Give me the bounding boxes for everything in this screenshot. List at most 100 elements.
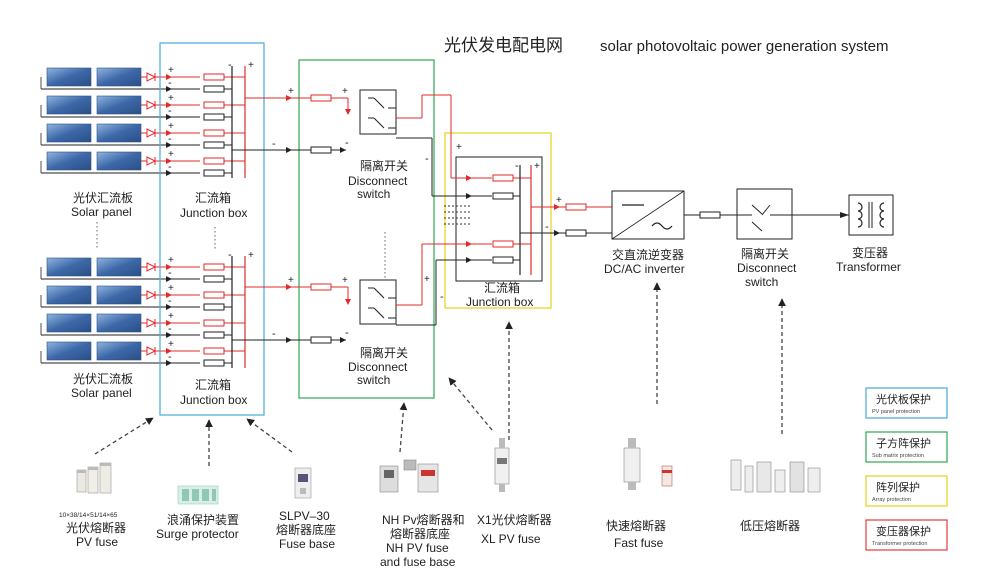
fuse-base-model: SLPV–30 xyxy=(279,509,330,523)
arrow xyxy=(466,193,472,199)
switch-blade xyxy=(761,204,771,216)
solar-panel xyxy=(46,123,92,143)
plus-sign: + xyxy=(168,149,174,160)
disconnect1-bottom-en1: Disconnect xyxy=(348,360,408,374)
legend-swatch xyxy=(865,475,948,507)
switch-blade xyxy=(751,204,763,215)
junction-box-2 xyxy=(455,156,543,282)
minus-sign: - xyxy=(168,105,172,117)
transformer-coil-right xyxy=(879,202,885,228)
solar-panel-label-bottom-en: Solar panel xyxy=(71,386,132,400)
solar-panel xyxy=(96,257,142,277)
xl-cn: X1光伏熔断器 xyxy=(477,512,552,527)
arrow xyxy=(286,147,292,153)
arrow xyxy=(345,299,351,305)
minus-sign: - xyxy=(345,137,349,149)
plus-sign: + xyxy=(288,275,294,286)
inverter-diagonal xyxy=(611,190,685,240)
solar-panel xyxy=(46,67,92,87)
solar-panel xyxy=(46,257,92,277)
fast-fuse-en: Fast fuse xyxy=(614,536,664,550)
minus-sign: - xyxy=(345,327,349,339)
legend-swatch xyxy=(865,431,948,463)
legend-label: 变压器保护 xyxy=(876,524,931,538)
arrow xyxy=(340,147,346,153)
legend-item: 变压器保护 Transformer protection xyxy=(865,519,948,551)
panel-string: +- xyxy=(40,93,245,121)
solar-panel-group-top: +-+-+-+- xyxy=(40,65,245,177)
junction2-en: Junction box xyxy=(466,295,533,309)
transformer-cn: 变压器 xyxy=(852,245,888,260)
arrow xyxy=(166,102,172,108)
panel-string: +- xyxy=(40,65,245,93)
legend-sublabel: Transformer protection xyxy=(872,541,927,547)
arrow xyxy=(166,304,172,310)
minus-sign: - xyxy=(168,161,172,173)
junction-box-1-frame xyxy=(159,42,265,416)
plus-sign: + xyxy=(168,93,174,104)
fuse-negative xyxy=(203,141,225,149)
diode xyxy=(146,156,157,166)
transformer-en: Transformer xyxy=(836,260,901,274)
nh-cn-2: 熔断器底座 xyxy=(390,526,450,541)
disconnect2-en2: switch xyxy=(745,275,778,289)
lv-fuse-image xyxy=(730,459,821,493)
minus-sign: - xyxy=(168,267,172,279)
arrow xyxy=(166,360,172,366)
jb2-fuse-negative xyxy=(492,192,514,200)
inverter-ac-symbol xyxy=(651,222,673,230)
arrow xyxy=(166,170,172,176)
arrow xyxy=(340,337,346,343)
solar-panel xyxy=(96,313,142,333)
busbar-minus: - xyxy=(515,160,519,172)
junction2-cn: 汇流箱 xyxy=(484,280,520,295)
minus-sign: - xyxy=(545,221,549,233)
inverter-fuse-positive xyxy=(565,203,587,211)
busbar-minus: - xyxy=(228,249,232,261)
transformer-coil-left xyxy=(857,202,863,228)
arrow xyxy=(286,95,292,101)
arrow xyxy=(286,284,292,290)
fuse-positive xyxy=(203,101,225,109)
arrow xyxy=(554,204,560,210)
junction1-top-en: Junction box xyxy=(180,206,247,220)
arrow xyxy=(466,175,472,181)
fuse-negative xyxy=(203,85,225,93)
fuse-base-en: Fuse base xyxy=(279,537,335,551)
arrow xyxy=(166,292,172,298)
disconnect1-bottom-en2: switch xyxy=(357,373,390,387)
switch-blade xyxy=(373,307,385,319)
arrow xyxy=(345,109,351,115)
nh-en-1: NH PV fuse xyxy=(386,541,449,555)
inverter-cn: 交直流逆变器 xyxy=(612,247,684,262)
diode xyxy=(146,262,157,272)
minus-sign: - xyxy=(168,77,172,89)
fuse-negative xyxy=(203,113,225,121)
panel-string: +- xyxy=(40,339,245,367)
pointer-pv-fuse xyxy=(94,417,154,455)
fuse-positive xyxy=(203,347,225,355)
pointer-xl-1 xyxy=(448,377,493,431)
panel-string: +- xyxy=(40,283,245,311)
solar-panel xyxy=(96,123,142,143)
solar-panel xyxy=(96,67,142,87)
plus-sign: + xyxy=(168,283,174,294)
disconnect2-internals xyxy=(737,204,792,232)
disconnect1-top-en1: Disconnect xyxy=(348,174,408,188)
jb2-fuse-positive xyxy=(492,174,514,182)
solar-panel xyxy=(46,95,92,115)
diode xyxy=(146,72,157,82)
plus-sign: + xyxy=(168,121,174,132)
legend-label: 子方阵保护 xyxy=(876,436,931,450)
fuse-negative xyxy=(310,336,332,344)
fuse-positive xyxy=(203,319,225,327)
plus-sign: + xyxy=(168,339,174,350)
fuse-negative xyxy=(203,275,225,283)
diode xyxy=(146,290,157,300)
fuse-negative xyxy=(203,169,225,177)
jb2-fuse-positive xyxy=(492,240,514,248)
solar-panel-group-bottom: +-+-+-+- xyxy=(40,255,245,367)
title-cn: 光伏发电配电网 xyxy=(444,36,563,55)
